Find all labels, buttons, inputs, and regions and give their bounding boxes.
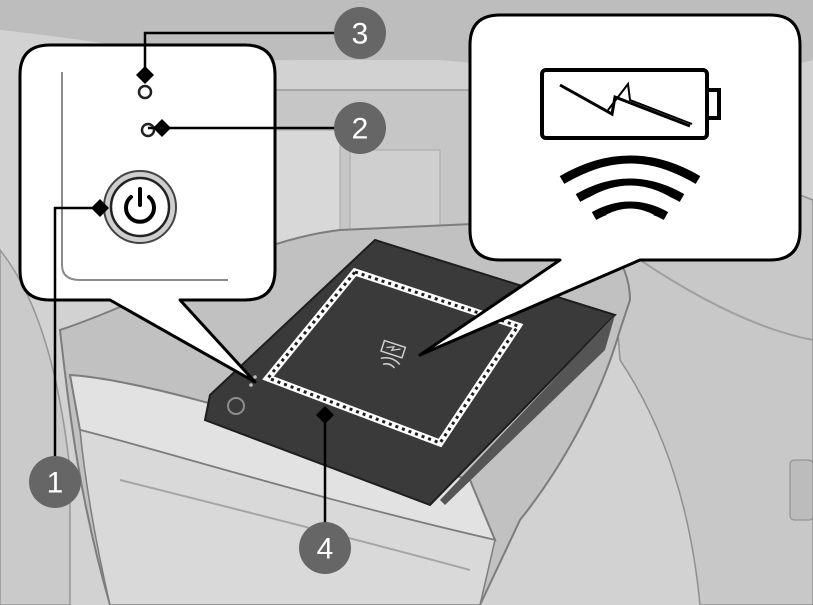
callout-4: 4 [299, 522, 351, 574]
indicator-light-lower [140, 122, 156, 138]
callout-3: 3 [334, 7, 386, 59]
callout-4-label: 4 [317, 533, 334, 566]
callout-2-label: 2 [352, 113, 369, 146]
charging-icon-zoom-panel [418, 13, 802, 357]
power-button[interactable] [103, 170, 177, 244]
pad-indicator-lower [249, 383, 253, 387]
callout-1: 1 [29, 456, 81, 508]
charging-area [262, 267, 524, 448]
leader-markers [91, 66, 334, 424]
power-icon [124, 187, 156, 224]
battery-charging-icon [540, 68, 721, 140]
leader-lines [53, 31, 340, 530]
pad-indicator-upper [253, 375, 257, 379]
callout-3-label: 3 [352, 18, 369, 51]
indicator-light-upper [137, 84, 153, 100]
pad-power-button[interactable] [227, 397, 245, 415]
wireless-signal-icon [559, 155, 701, 220]
pad-charge-icon [380, 339, 407, 369]
callout-2: 2 [334, 102, 386, 154]
callout-1-label: 1 [47, 467, 64, 500]
